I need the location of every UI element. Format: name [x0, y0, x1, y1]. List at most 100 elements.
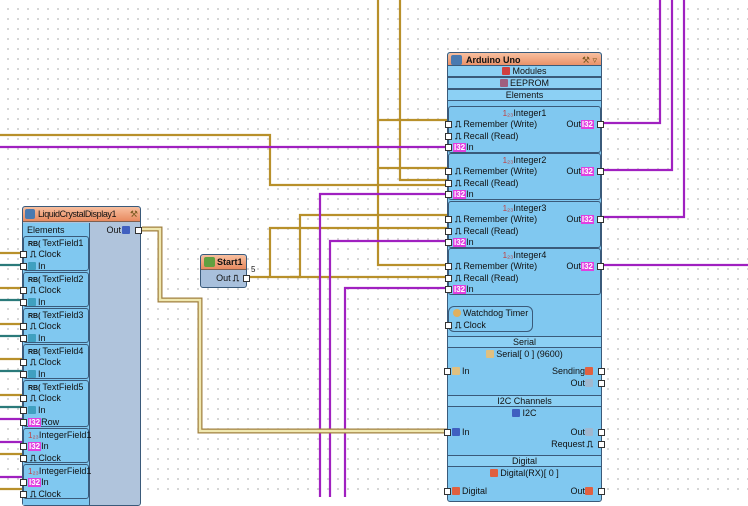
pin-connector[interactable]	[445, 191, 452, 198]
field-title[interactable]: RB( TextField1	[24, 237, 88, 249]
pin-connector[interactable]	[598, 380, 605, 387]
integer-element[interactable]: 1₂₃Integer3⎍Remember (Write)OutI32⎍Recal…	[445, 201, 604, 248]
pin-connector[interactable]	[597, 263, 604, 270]
remember-pin[interactable]: ⎍Remember (Write)OutI32	[445, 165, 604, 177]
i2c-section[interactable]: I2C Channels	[448, 395, 601, 407]
serial-channel[interactable]: Serial[ 0 ] (9600)	[448, 348, 601, 360]
lcd-out-pin[interactable]: Out	[98, 224, 142, 236]
pin-connector[interactable]	[20, 263, 27, 270]
start-block[interactable]: Start1 Out⎍	[200, 254, 250, 288]
field-pin-in[interactable]: In	[20, 296, 88, 308]
pin-connector[interactable]	[445, 121, 452, 128]
field-title[interactable]: RB( TextField4	[24, 345, 88, 357]
field-title[interactable]: 1₂₃IntegerField1	[24, 465, 91, 477]
pin-connector[interactable]	[445, 239, 452, 246]
integer-element[interactable]: 1₂₃Integer1⎍Remember (Write)OutI32⎍Recal…	[445, 106, 604, 153]
pin-connector[interactable]	[598, 368, 605, 375]
in-pin[interactable]: I32In	[445, 283, 600, 295]
pin-connector[interactable]	[20, 419, 27, 426]
pin-connector[interactable]	[445, 263, 452, 270]
integer-title[interactable]: 1₂₃Integer2	[449, 154, 600, 166]
recall-pin[interactable]: ⎍Recall (Read)	[445, 272, 600, 284]
field-pin-clock[interactable]: ⎍Clock	[20, 320, 88, 332]
pin-connector[interactable]	[135, 227, 142, 234]
pin-connector[interactable]	[20, 251, 27, 258]
pin-connector[interactable]	[20, 407, 27, 414]
pin-connector[interactable]	[20, 335, 27, 342]
wrench-icon[interactable]: ⚒ ▿	[581, 55, 597, 65]
pin-connector[interactable]	[20, 287, 27, 294]
pin-connector[interactable]	[445, 180, 452, 187]
eeprom-row[interactable]: EEPROM	[448, 77, 601, 89]
pin-connector[interactable]	[444, 368, 451, 375]
pin-connector[interactable]	[445, 275, 452, 282]
pin-connector[interactable]	[598, 429, 605, 436]
remember-pin[interactable]: ⎍Remember (Write)OutI32	[445, 118, 604, 130]
pin-connector[interactable]	[445, 322, 452, 329]
modules-row[interactable]: Modules	[448, 65, 601, 77]
field-pin-clock[interactable]: ⎍Clock	[20, 284, 88, 296]
pin-connector[interactable]	[597, 168, 604, 175]
pin-connector[interactable]	[20, 359, 27, 366]
integer-title[interactable]: 1₂₃Integer4	[449, 249, 600, 261]
pin-connector[interactable]	[445, 216, 452, 223]
pin-connector[interactable]	[20, 479, 27, 486]
pin-connector[interactable]	[445, 228, 452, 235]
pin-connector[interactable]	[20, 299, 27, 306]
field-title[interactable]: 1₂₃IntegerField1	[24, 429, 91, 441]
pin-connector[interactable]	[445, 168, 452, 175]
remember-pin[interactable]: ⎍Remember (Write)OutI32	[445, 213, 604, 225]
start-out-pin[interactable]: Out⎍	[201, 272, 250, 284]
i2c-request-pin[interactable]: Request⎍	[448, 438, 605, 450]
field-pin-in[interactable]: In	[20, 368, 88, 380]
pin-connector[interactable]	[598, 488, 605, 495]
digital-channel[interactable]: Digital(RX)[ 0 ]	[448, 467, 601, 479]
integer-element[interactable]: 1₂₃Integer4⎍Remember (Write)OutI32⎍Recal…	[445, 248, 604, 295]
recall-pin[interactable]: ⎍Recall (Read)	[445, 130, 600, 142]
field-pin-in[interactable]: I32In	[20, 476, 88, 488]
recall-pin[interactable]: ⎍Recall (Read)	[445, 225, 600, 237]
lcd-elements-label[interactable]: Elements	[23, 224, 89, 236]
pin-connector[interactable]	[444, 488, 451, 495]
pin-connector[interactable]	[445, 144, 452, 151]
pin-connector[interactable]	[20, 443, 27, 450]
pin-connector[interactable]	[597, 121, 604, 128]
remember-pin[interactable]: ⎍Remember (Write)OutI32	[445, 260, 604, 272]
pin-connector[interactable]	[598, 441, 605, 448]
pin-connector[interactable]	[445, 133, 452, 140]
pin-connector[interactable]	[20, 455, 27, 462]
field-pin-in[interactable]: In	[20, 332, 88, 344]
field-pin-in[interactable]: I32In	[20, 440, 88, 452]
watchdog-element[interactable]: Watchdog Timer⎍Clock	[445, 306, 533, 332]
field-title[interactable]: RB( TextField2	[24, 273, 88, 285]
field-pin-clock[interactable]: ⎍Clock	[20, 452, 88, 464]
integer-title[interactable]: 1₂₃Integer3	[449, 202, 600, 214]
in-pin[interactable]: I32In	[445, 236, 600, 248]
pin-connector[interactable]	[445, 286, 452, 293]
integer-element[interactable]: 1₂₃Integer2⎍Remember (Write)OutI32⎍Recal…	[445, 153, 604, 200]
pin-connector[interactable]	[243, 275, 250, 282]
pin-connector[interactable]	[20, 371, 27, 378]
integer-title[interactable]: 1₂₃Integer1	[449, 107, 600, 119]
serial-out-pin[interactable]: Out	[448, 377, 605, 389]
digital-section[interactable]: Digital	[448, 455, 601, 467]
lcd-header[interactable]: LiquidCrystalDisplay1⚒	[23, 207, 140, 222]
recall-pin[interactable]: ⎍Recall (Read)	[445, 177, 600, 189]
pin-connector[interactable]	[597, 216, 604, 223]
field-pin-clock[interactable]: ⎍Clock	[20, 356, 88, 368]
pin-connector[interactable]	[444, 429, 451, 436]
pin-connector[interactable]	[20, 323, 27, 330]
field-pin-in[interactable]: In	[20, 404, 88, 416]
watchdog-title[interactable]: Watchdog Timer	[449, 307, 532, 319]
